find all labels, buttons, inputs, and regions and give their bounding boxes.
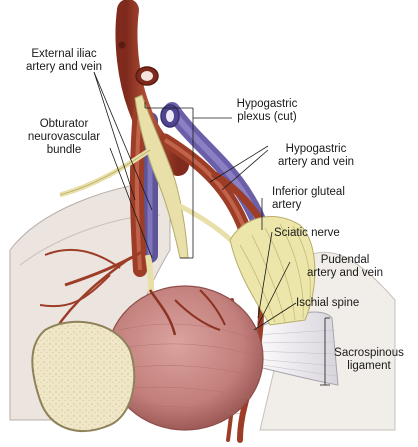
label-external-iliac: External iliac artery and vein xyxy=(25,48,103,73)
pubic-bone-shape xyxy=(31,320,136,433)
label-sciatic-nerve: Sciatic nerve xyxy=(274,227,340,239)
leader-lines xyxy=(93,71,330,386)
label-inferior-gluteal: Inferior gluteal artery xyxy=(272,186,345,211)
label-sacrospinous-ligament: Sacrospinous ligament xyxy=(334,347,404,372)
label-hypogastric-artery-vein: Hypogastric artery and vein xyxy=(277,143,355,168)
label-obturator-bundle: Obturator neurovascular bundle xyxy=(27,118,101,156)
small-cut-end xyxy=(118,41,126,49)
sciatic-nerve-shape xyxy=(229,216,316,326)
label-hypogastric-plexus: Hypogastric plexus (cut) xyxy=(236,98,298,123)
label-pudendal: Pudendal artery and vein xyxy=(306,254,384,279)
label-ischial-spine: Ischial spine xyxy=(296,297,360,309)
